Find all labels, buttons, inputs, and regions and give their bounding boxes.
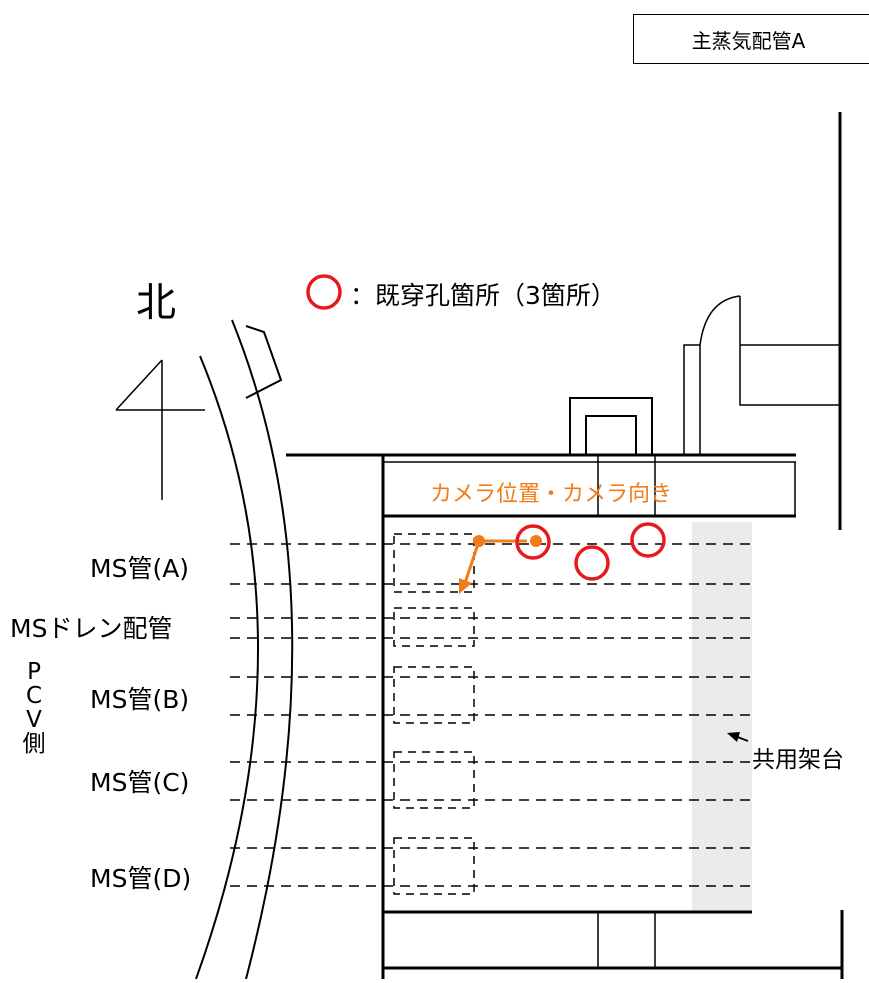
camera-end-dot — [530, 535, 542, 547]
north-arrow-diagonal — [115, 359, 163, 411]
north-label: 北 — [136, 280, 176, 326]
pipe-label-ms-b: MS管(B) — [90, 685, 190, 714]
camera-position-dot — [473, 535, 485, 547]
pcv-char: C — [25, 683, 43, 709]
pipe-label-ms-d: MS管(D) — [90, 864, 192, 893]
door-arc — [699, 295, 741, 346]
pipe-runs — [230, 533, 752, 895]
legend-hole-icon — [306, 274, 342, 310]
pipe-label-ms-drain: MSドレン配管 — [10, 614, 173, 643]
camera-label: カメラ位置・カメラ向き — [430, 482, 673, 507]
pipe-penetration-box — [393, 607, 475, 647]
pcv-char: 側 — [22, 731, 46, 757]
hole-marker — [574, 545, 610, 581]
shared-rack-label: 共用架台 — [752, 747, 844, 773]
equipment-box-outer — [569, 397, 653, 456]
pcv-side-label: P C V 側 — [19, 660, 49, 756]
pipe-penetration-box — [393, 837, 475, 895]
pcv-bracket — [245, 325, 283, 399]
rack-pointer-head — [727, 732, 740, 742]
camera-view-line — [463, 540, 481, 584]
hole-marker — [630, 522, 666, 558]
equipment-box-inner — [585, 415, 637, 456]
pipe-penetration-box — [393, 666, 475, 724]
camera-arrow-head — [459, 578, 472, 594]
existing-holes — [515, 522, 666, 581]
pcv-outer-arc — [231, 319, 294, 980]
pcv-inner-arc — [195, 355, 259, 980]
camera-indicator — [459, 535, 542, 594]
legend-text: ：既穿孔箇所（3箇所） — [350, 281, 616, 310]
pipe-label-ms-a: MS管(A) — [90, 554, 190, 583]
hole-marker — [515, 524, 551, 560]
pcv-char: V — [26, 707, 42, 733]
door-frame — [739, 296, 840, 406]
diagram-title: 主蒸気配管A — [633, 14, 869, 64]
pipe-penetration-box — [393, 751, 475, 809]
door-post — [683, 344, 701, 455]
shared-rack-area — [692, 522, 752, 912]
pipe-label-ms-c: MS管(C) — [90, 768, 190, 797]
pcv-char: P — [27, 659, 41, 685]
